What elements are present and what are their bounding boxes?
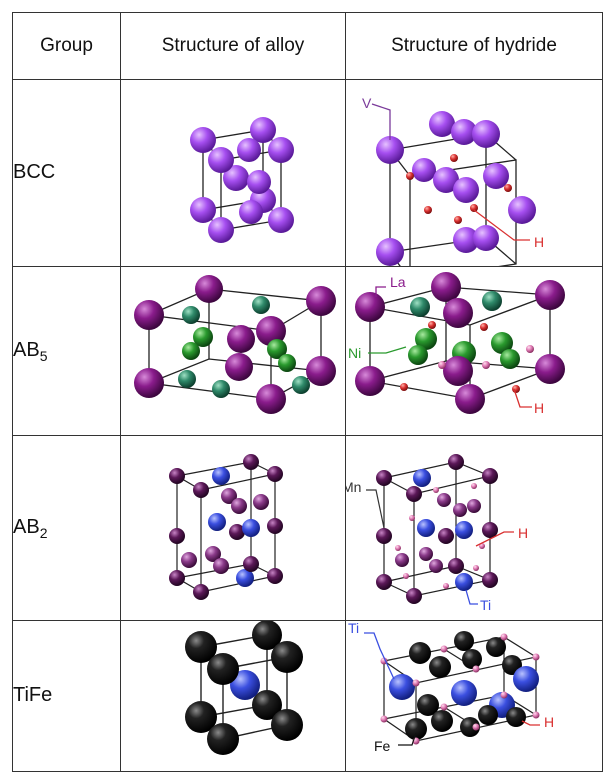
tife-alloy-structure [185, 621, 303, 755]
group-cell: TiFe [12, 620, 121, 772]
hydride-structure-cell: Mn H Ti [345, 435, 603, 621]
group-cell: AB2 [12, 435, 121, 621]
ab2-alloy-structure [169, 454, 283, 600]
ab5-alloy-structure [134, 275, 336, 414]
ab5-hydride-structure: La Ni H [348, 272, 565, 416]
hydride-label-b: H [518, 525, 528, 541]
header-group: Group [12, 12, 121, 80]
hydride-label-a: La [390, 274, 406, 290]
group-subscript: 2 [39, 524, 48, 541]
hydride-label-c: H [544, 714, 554, 730]
group-label: AB [13, 338, 40, 361]
group-cell: AB5 [12, 266, 121, 436]
table-row: AB5 [12, 266, 603, 436]
table-row: TiFe [12, 620, 603, 772]
alloy-structure-cell [120, 620, 346, 772]
group-cell: BCC [12, 79, 121, 267]
hydride-label-b: Ni [348, 345, 361, 361]
hydride-label-a: Mn [346, 479, 361, 495]
table-row: AB2 [12, 435, 603, 621]
header-hydride-structure: Structure of hydride [345, 12, 603, 80]
hydride-label-c: Ti [480, 597, 491, 613]
hydride-structure-cell: Ti Fe H [345, 620, 603, 772]
alloy-structure-cell [120, 435, 346, 621]
header-row: Group Structure of alloy Structure of hy… [12, 12, 603, 80]
alloy-structure-cell [120, 266, 346, 436]
hydride-structure-cell: V H [345, 79, 603, 267]
bcc-hydride-structure: V H [362, 95, 544, 266]
alloy-structure-cell [120, 79, 346, 267]
tife-hydride-structure: Ti Fe H [348, 621, 554, 755]
hydride-label-b: H [534, 234, 544, 250]
ab2-hydride-structure: Mn H Ti [346, 454, 528, 613]
hydride-label-a: V [362, 95, 372, 111]
hydride-label-a: Ti [348, 621, 359, 636]
hydride-label-b: Fe [374, 738, 391, 754]
hydride-label-c: H [534, 400, 544, 416]
group-label: AB [13, 515, 40, 538]
group-label: BCC [13, 160, 56, 183]
group-subscript: 5 [39, 347, 48, 364]
header-alloy-structure: Structure of alloy [120, 12, 346, 80]
hydride-structure-cell: La Ni H [345, 266, 603, 436]
table-row: BCC [12, 79, 603, 267]
group-label: TiFe [13, 683, 53, 706]
bcc-alloy-structure [190, 117, 294, 243]
hydride-structure-table: Group Structure of alloy Structure of hy… [12, 12, 603, 772]
